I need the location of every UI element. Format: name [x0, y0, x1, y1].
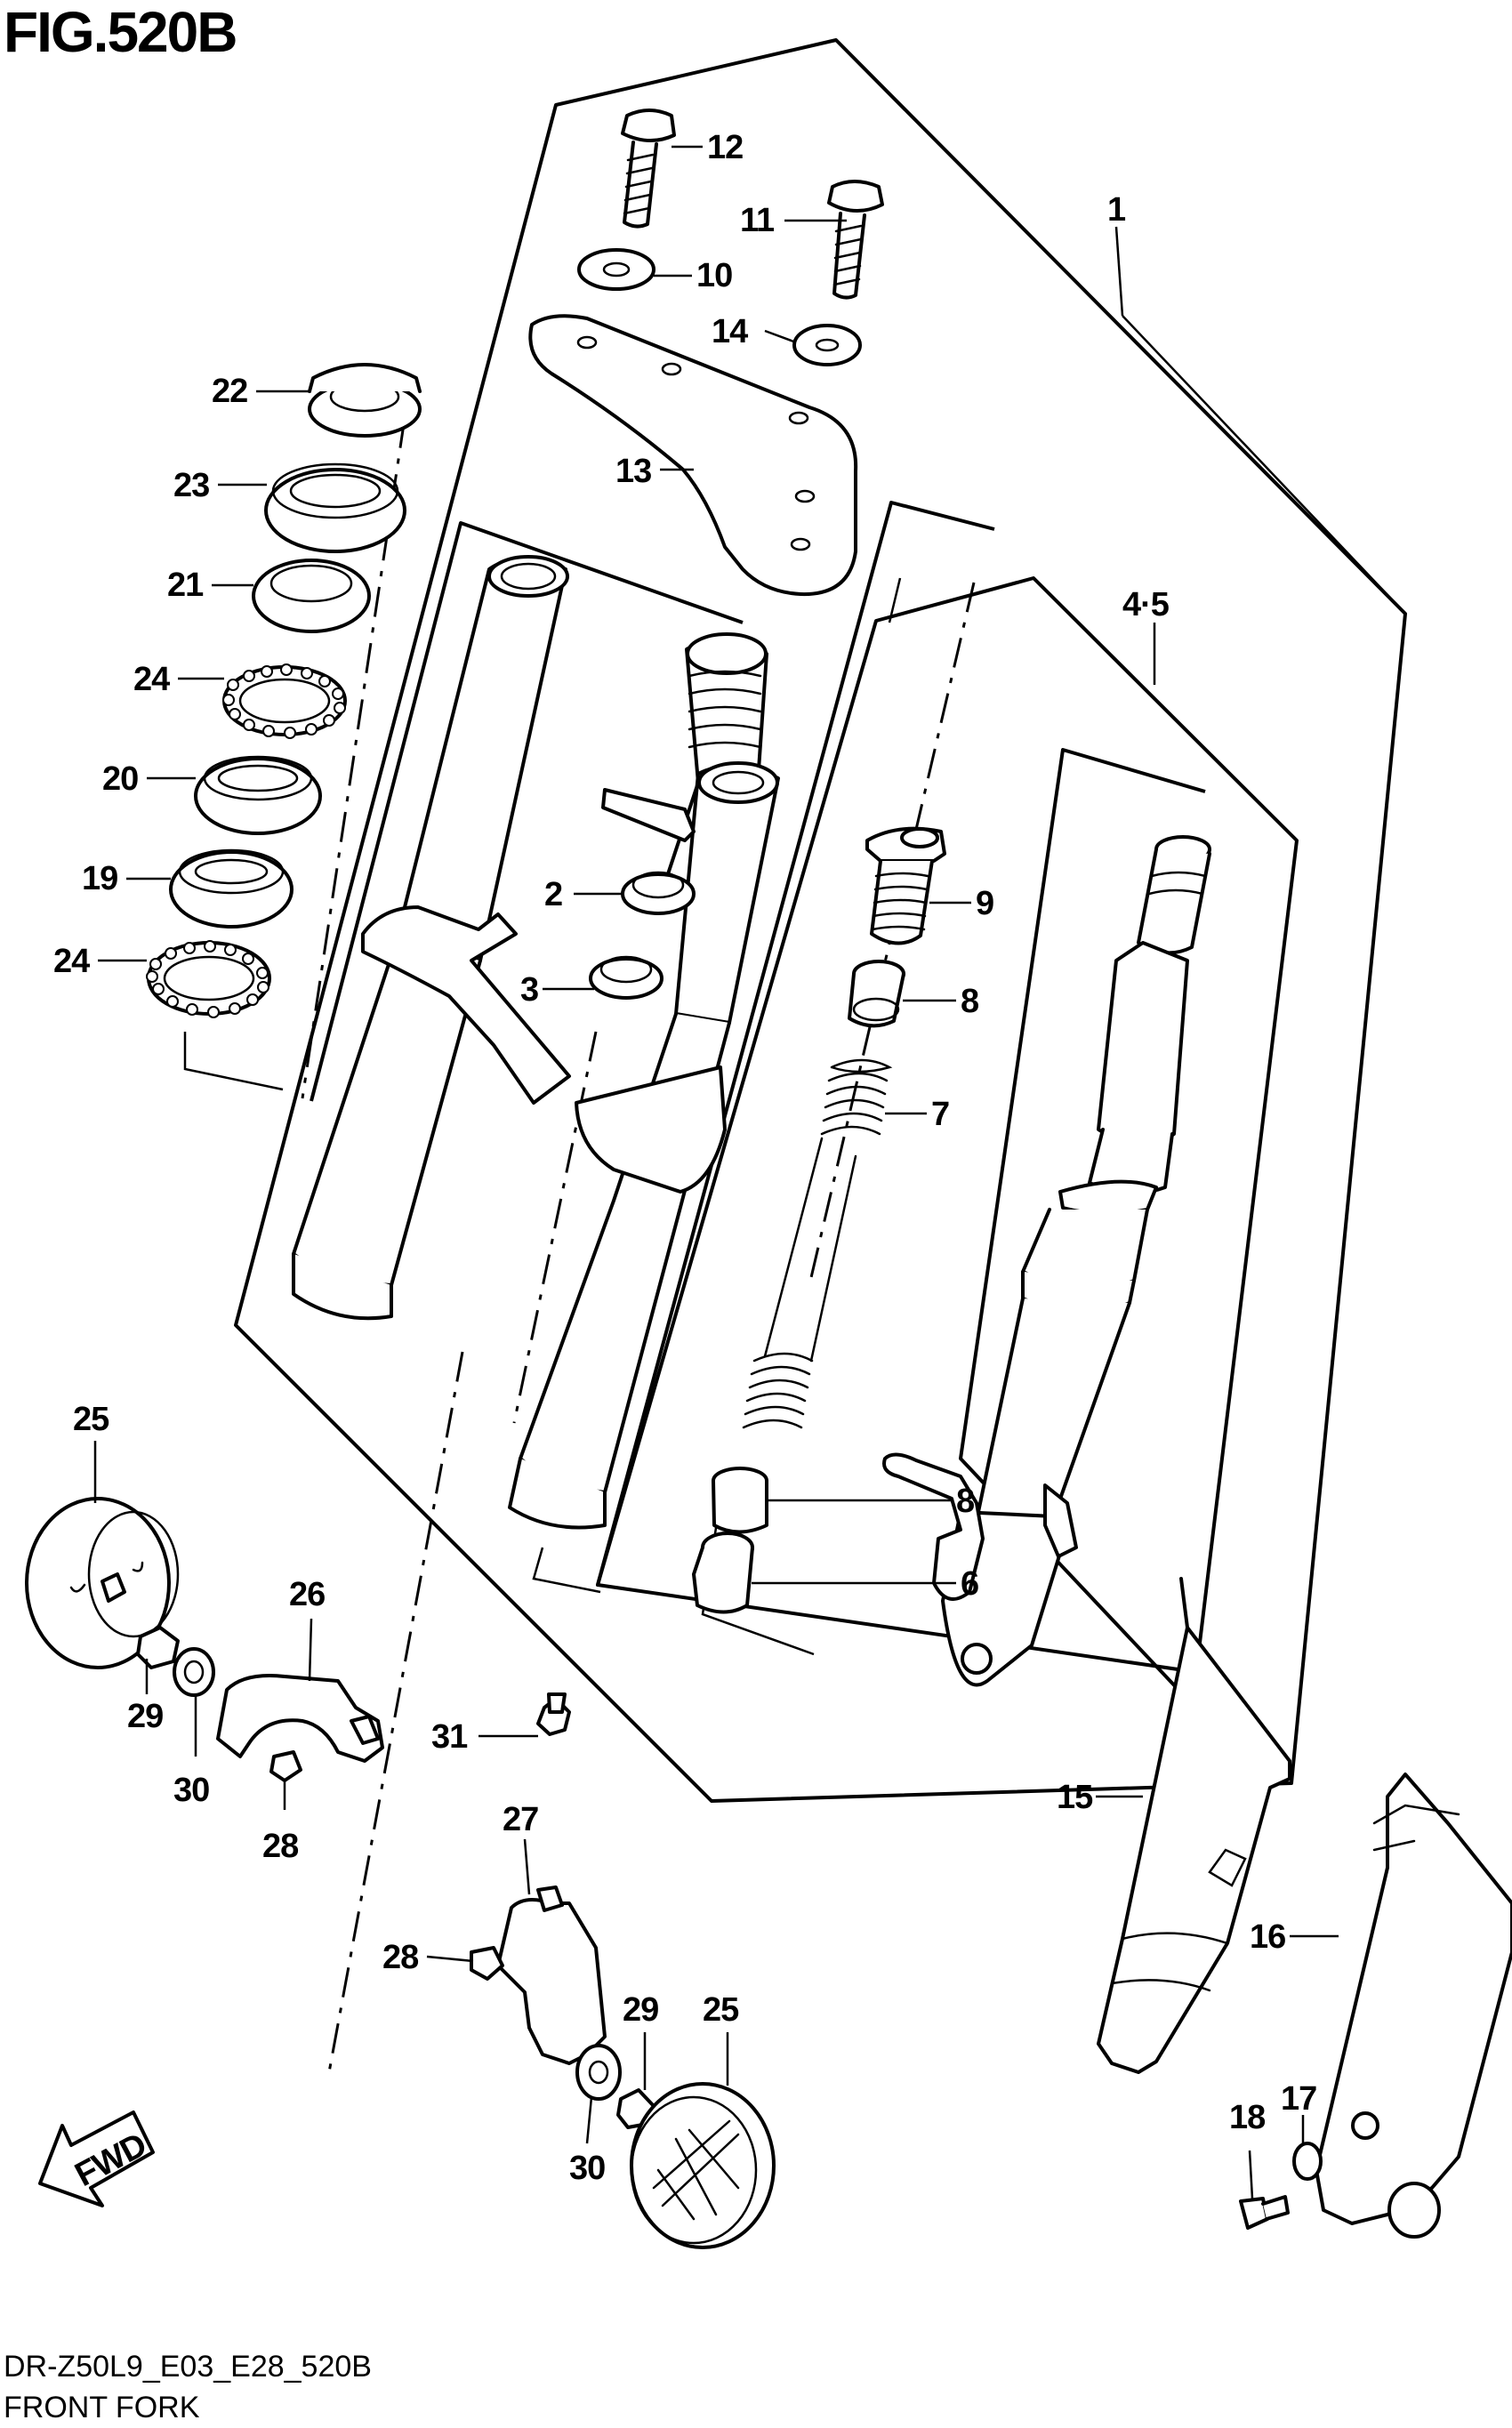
callout-26: 26	[289, 1576, 325, 1613]
race-upper	[264, 462, 406, 553]
callout-23: 23	[173, 467, 209, 504]
assembly-4-5-frame	[596, 576, 1299, 1674]
callout-22: 22	[212, 373, 247, 410]
caption: FRONT FORK	[4, 2391, 200, 2424]
screw-31	[536, 1692, 571, 1736]
callout-19: 19	[82, 860, 117, 897]
bracket-line	[888, 577, 902, 623]
callout-31: 31	[431, 1718, 468, 1756]
callout-13: 13	[615, 453, 651, 490]
fwd-direction-arrow: FWD	[38, 2110, 155, 2207]
callout-25-left: 25	[73, 1401, 109, 1438]
callout-15: 15	[1057, 1779, 1093, 1816]
handlebar-holder-bracket-13	[528, 314, 858, 597]
callout-20: 20	[102, 760, 138, 798]
centerline	[512, 1031, 598, 1424]
callout-29-right: 29	[623, 1991, 658, 2029]
callout-10: 10	[696, 257, 732, 294]
screw-28-left	[269, 1750, 302, 1782]
collar-8-lower	[712, 1467, 768, 1534]
figure-title: FIG.520B	[4, 0, 236, 64]
collar-8-upper	[848, 960, 905, 1028]
callout-30-left: 30	[173, 1772, 209, 1809]
subassembly-frame-left	[310, 521, 744, 1102]
callout-2: 2	[544, 876, 562, 913]
inner-frame	[959, 748, 1206, 1692]
callout-7: 7	[931, 1096, 949, 1133]
callout-1: 1	[1107, 191, 1126, 229]
fork-spring-7	[742, 1058, 893, 1429]
race-20	[194, 755, 322, 835]
callout-18: 18	[1229, 2099, 1265, 2136]
steering-stem-nut	[308, 363, 422, 438]
fork-guard-15	[1097, 1577, 1291, 2074]
callout-25-right: 25	[703, 1991, 739, 2029]
bracket-26	[216, 1674, 384, 1763]
spring-seat-9	[865, 826, 946, 945]
callout-4-5: 4·5	[1122, 586, 1170, 623]
callout-29-left: 29	[127, 1698, 163, 1735]
cap-25-right	[630, 2082, 776, 2249]
nut-29-left	[136, 1626, 180, 1669]
callout-24-lower: 24	[53, 943, 90, 980]
race-19	[169, 848, 294, 929]
callout-11: 11	[740, 202, 775, 239]
bracket-line	[532, 1547, 601, 1594]
callout-24-upper: 24	[133, 661, 170, 698]
fork-oil-seal-2	[621, 871, 696, 915]
cap-25-left	[25, 1497, 180, 1669]
bolt-11	[827, 180, 884, 300]
fork-brackets	[361, 788, 727, 1194]
callout-27: 27	[503, 1801, 538, 1838]
washer-14	[792, 324, 862, 366]
callout-28-left: 28	[262, 1828, 298, 1865]
inner-tube-assembly	[882, 835, 1211, 1687]
callout-21: 21	[167, 567, 204, 604]
callout-3: 3	[520, 971, 538, 1009]
callout-12: 12	[707, 129, 743, 166]
assembly-1-frame	[234, 38, 1407, 1803]
steel-ball-set-lower	[146, 940, 271, 1018]
callout-16: 16	[1250, 1918, 1285, 1956]
bolt-18	[1239, 2195, 1290, 2230]
model-code: DR-Z50L9_E03_E28_520B	[4, 2350, 372, 2384]
callout-28-right: 28	[382, 1939, 418, 1976]
fork-guard-16	[1315, 1773, 1512, 2239]
steel-ball-set-upper	[222, 663, 347, 739]
left-fork-tube	[292, 555, 569, 1321]
washer-17	[1292, 2142, 1323, 2181]
grommet-30-right	[575, 2044, 622, 2101]
callout-8-upper: 8	[961, 983, 978, 1020]
callout-9: 9	[976, 885, 993, 922]
bracket-27	[496, 1885, 607, 2065]
centerline	[327, 1351, 464, 2073]
callout-14: 14	[712, 313, 748, 350]
oil-lock-piece-6	[692, 1532, 754, 1614]
bolt-12	[621, 109, 676, 229]
grommet-30-left	[173, 1647, 215, 1697]
callout-8-lower: 8	[956, 1483, 974, 1520]
bracket-line	[183, 1032, 284, 1091]
subassembly-frame	[596, 501, 995, 1586]
washer-10	[577, 248, 655, 291]
callout-labels: 12 11 10 14 13 1 4·5 22 23 21 24 20 19 2…	[53, 129, 1317, 2187]
fork-bush-3	[589, 955, 664, 1000]
leader-lines	[93, 145, 1406, 2199]
callout-17: 17	[1281, 2080, 1316, 2118]
callout-30-right: 30	[569, 2150, 605, 2187]
screw-28-right	[470, 1946, 504, 1981]
dust-seal-21	[252, 559, 371, 633]
callout-6: 6	[961, 1565, 978, 1603]
